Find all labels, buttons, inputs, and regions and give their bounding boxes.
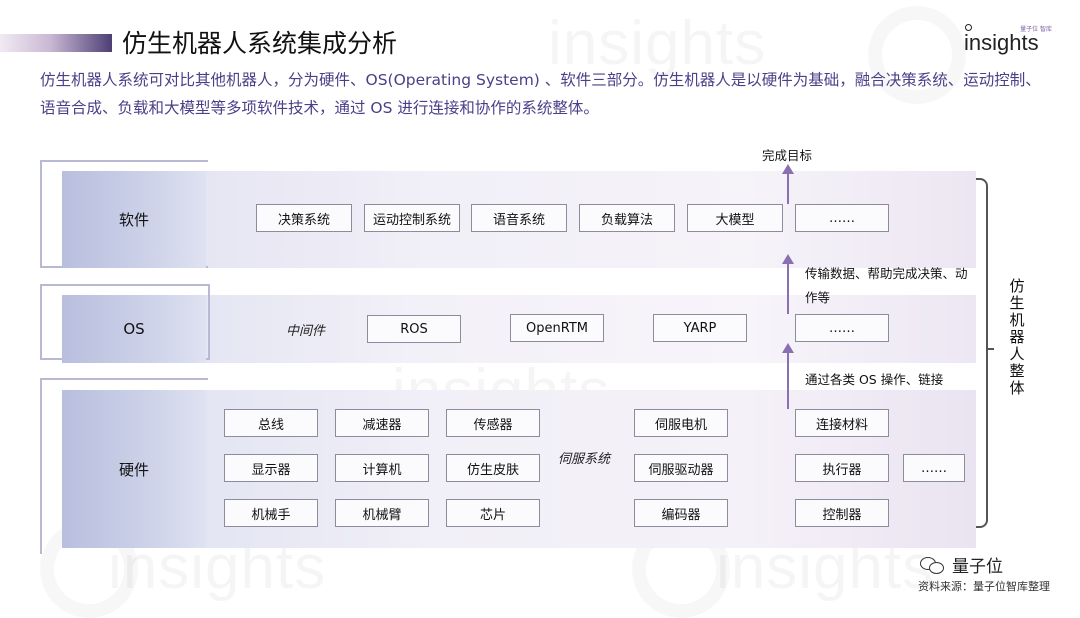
page-title: 仿生机器人系统集成分析	[122, 29, 398, 58]
page-subtitle: 仿生机器人系统可对比其他机器人，分为硬件、OS(Operating System…	[40, 71, 1041, 117]
brand-badge: 量子位	[920, 552, 1003, 577]
hardware-to-os-note: 通过各类 OS 操作、链接	[805, 372, 944, 387]
software-item: 语音系统	[471, 204, 567, 232]
software-item: 运动控制系统	[364, 204, 460, 232]
hardware-item: ……	[903, 454, 965, 482]
hardware-item: 仿生皮肤	[446, 454, 540, 482]
flow-arrow-icon	[782, 254, 794, 264]
hardware-item: 芯片	[446, 499, 540, 527]
hardware-item: 机械臂	[335, 499, 429, 527]
flow-arrow-icon	[782, 343, 794, 353]
hardware-item: 传感器	[446, 409, 540, 437]
servo-item: 伺服驱动器	[634, 454, 728, 482]
software-item: 决策系统	[256, 204, 352, 232]
flow-arrow-line	[787, 172, 789, 204]
wechat-icon	[920, 555, 946, 575]
hardware-item: 总线	[224, 409, 318, 437]
hardware-item: 执行器	[795, 454, 889, 482]
middleware-label: 中间件	[286, 324, 326, 339]
goal-label: 完成目标	[762, 148, 813, 163]
flow-arrow-line	[787, 262, 789, 314]
os-item: OpenRTM	[510, 314, 604, 342]
hardware-item: 连接材料	[795, 409, 889, 437]
servo-system-label: 伺服系统	[558, 452, 611, 467]
title-accent-bar	[0, 34, 112, 52]
source-note: 资料来源：量子位智库整理	[918, 580, 1050, 593]
software-item: 负载算法	[579, 204, 675, 232]
hardware-item: 计算机	[335, 454, 429, 482]
logo-tagline: 量子位 智库	[1020, 26, 1052, 33]
software-item: 大模型	[687, 204, 783, 232]
os-item: ROS	[367, 315, 461, 343]
hardware-item: 控制器	[795, 499, 889, 527]
logo-text: insights	[964, 30, 1039, 55]
hardware-item: 机械手	[224, 499, 318, 527]
servo-item: 编码器	[634, 499, 728, 527]
os-item: YARP	[653, 314, 747, 342]
right-brace	[976, 178, 988, 528]
hardware-item: 显示器	[224, 454, 318, 482]
flow-arrow-icon	[782, 164, 794, 174]
insights-logo: 量子位 智库 insights	[962, 24, 1052, 64]
hardware-item: 减速器	[335, 409, 429, 437]
servo-item: 伺服电机	[634, 409, 728, 437]
flow-arrow-line	[787, 352, 789, 409]
os-to-software-note: 传输数据、帮助完成决策、动作等	[805, 266, 968, 305]
whole-system-label: 仿生机器人整体	[1009, 277, 1025, 397]
os-layer-label: OS	[62, 295, 206, 363]
os-item: ……	[795, 314, 889, 342]
right-brace-tip	[986, 348, 994, 350]
software-item: ……	[795, 204, 889, 232]
hardware-layer-frame	[40, 378, 208, 554]
brand-name: 量子位	[952, 557, 1003, 577]
logo-dot-icon	[965, 24, 972, 31]
software-layer-label: 软件	[62, 171, 206, 268]
hardware-layer-label: 硬件	[62, 390, 206, 548]
